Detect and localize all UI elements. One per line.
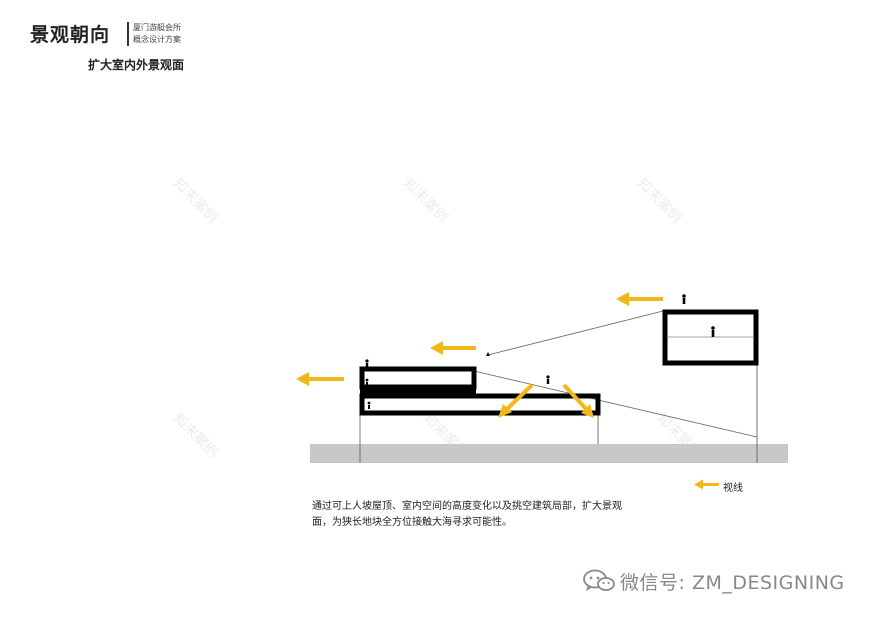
- page-title: 景观朝向: [30, 24, 111, 46]
- person-figure: [711, 326, 715, 337]
- caption-line: 面，为狭长地块全方位接触大海寻求可能性。: [312, 517, 512, 528]
- sight-arrow-diagonal: [498, 383, 534, 418]
- project-subtitle: 厦门游艇会所 概念设计方案: [133, 22, 181, 46]
- sight-line: [473, 370, 758, 438]
- floor-slab: [360, 386, 476, 397]
- credit-text: 微信号: ZM_DESIGNING: [620, 571, 845, 594]
- diagram-caption: 通过可上人坡屋顶、室内空间的高度变化以及挑空建筑局部，扩大景观 面，为狭长地块全…: [312, 499, 652, 531]
- ground-plane: [310, 444, 788, 463]
- person-figure: [546, 375, 550, 384]
- elevated-volume: [662, 309, 759, 366]
- project-name: 厦门游艇会所: [133, 23, 181, 32]
- wechat-credit: 微信号: ZM_DESIGNING: [582, 567, 845, 595]
- header-divider: [127, 22, 129, 46]
- person-figure: [682, 294, 686, 304]
- lower-volume: [359, 393, 601, 416]
- sight-arrow: [296, 372, 344, 386]
- person-figure: [365, 378, 369, 386]
- upper-volume: [359, 366, 477, 390]
- legend-arrow: [694, 479, 719, 490]
- wechat-icon: [583, 569, 615, 591]
- legend-label: 视线: [723, 483, 743, 494]
- project-phase: 概念设计方案: [133, 35, 181, 44]
- sight-arrow-diagonal: [562, 383, 594, 418]
- section-title: 扩大室内外景观面: [88, 58, 185, 72]
- caption-line: 通过可上人坡屋顶、室内空间的高度变化以及挑空建筑局部，扩大景观: [312, 501, 622, 512]
- person-figure: [367, 401, 371, 409]
- person-figure: [365, 359, 369, 368]
- sight-line: [487, 310, 664, 356]
- sight-arrow: [616, 292, 663, 306]
- roof-marker: [486, 352, 490, 356]
- sight-arrow: [430, 341, 476, 355]
